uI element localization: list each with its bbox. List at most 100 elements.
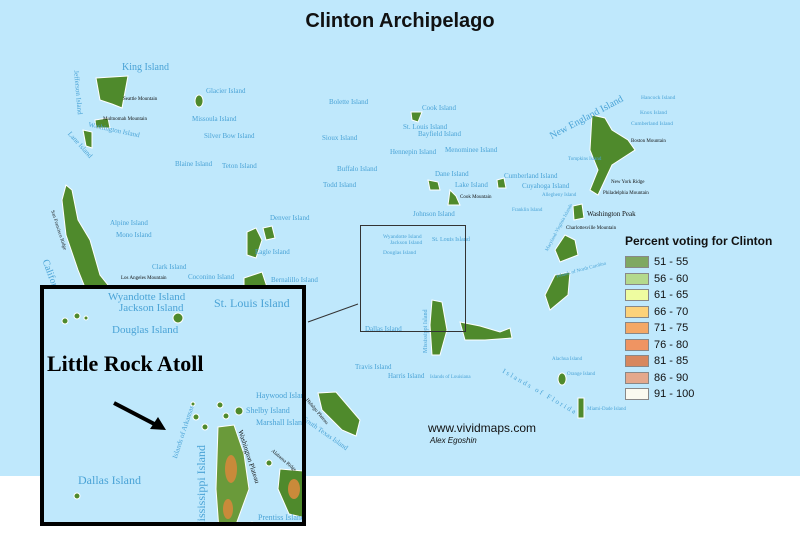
island-cook: [410, 111, 423, 123]
label-johnson-island: Johnson Island: [413, 210, 455, 218]
legend-swatch: [625, 388, 649, 401]
inset-label-dallas-island: Dallas Island: [78, 473, 141, 487]
label-blaine-island: Blaine Island: [175, 160, 213, 168]
label-silver-bow-island: Silver Bow Island: [204, 132, 255, 140]
label-cumberland-island-central: Cumberland Island: [504, 172, 558, 180]
label-alpine-island: Alpine Island: [110, 219, 148, 227]
legend-label: 51 - 55: [654, 256, 689, 269]
island-king: [95, 75, 129, 109]
label-cumberland-island-ne: Cumberland Island: [631, 121, 674, 127]
label-hennepin-island: Hennepin Island: [390, 148, 437, 156]
island-alabama: [459, 321, 513, 341]
legend-item: 51 - 55: [625, 254, 772, 271]
label-knox-island: Knox Island: [640, 110, 668, 116]
island-north-carolina: [554, 234, 579, 263]
legend-swatch: [625, 338, 649, 351]
label-cuyahoga-island: Cuyahoga Island: [522, 182, 570, 190]
label-douglas-island: Douglas Island: [383, 250, 417, 256]
inset-label-st-louis-island: St. Louis Island: [214, 296, 290, 310]
island-cumberland: [496, 177, 507, 189]
label-cook-island: Cook Island: [422, 104, 457, 112]
label-franklin-island: Franklin Island: [512, 208, 543, 213]
label-new-york-ridge: New York Ridge: [611, 180, 645, 185]
label-allegheny-island: Allegheny Island: [542, 193, 577, 198]
legend-swatch: [625, 289, 649, 302]
label-glacier-island: Glacier Island: [206, 87, 246, 95]
island-glacier: [194, 94, 204, 108]
legend-item: 91 - 100: [625, 386, 772, 403]
legend-swatch: [625, 355, 649, 368]
island-miami: [577, 397, 585, 419]
label-eagle-island: Eagle Island: [255, 248, 290, 256]
island-denver: [246, 227, 263, 259]
label-lake-island: Lake Island: [455, 181, 488, 189]
legend-swatch: [625, 256, 649, 269]
island-washington-peak: [572, 203, 585, 221]
label-cook-mountain: Cook Mountain: [460, 195, 492, 200]
label-mono-island: Mono Island: [116, 231, 152, 239]
credit-url: www.vividmaps.com: [428, 421, 537, 435]
label-boston-mountain: Boston Mountain: [631, 139, 666, 144]
legend-label: 56 - 60: [654, 272, 689, 285]
inset-islands: [61, 312, 302, 522]
label-clark-island: Clark Island: [152, 263, 187, 271]
label-bernalillo-island: Bernalillo Island: [271, 276, 318, 284]
label-menominee-island: Menominee Island: [445, 146, 498, 154]
legend-label: 71 - 75: [654, 322, 689, 335]
label-buffalo-island: Buffalo Island: [337, 165, 378, 173]
label-wyandotte-island: Wyandotte Island: [383, 234, 422, 240]
legend-swatch: [625, 322, 649, 335]
island-orange: [557, 372, 567, 386]
legend-label: 91 - 100: [654, 388, 695, 401]
legend-item: 86 - 90: [625, 370, 772, 387]
inset-label-marshall-island: Marshall Island: [256, 418, 306, 427]
island-hidalgo: [317, 391, 361, 437]
inset-title-little-rock-atoll: Little Rock Atoll: [47, 351, 204, 376]
label-charlottesville-mountain: Charlottesville Mountain: [566, 226, 617, 231]
label-sioux-island: Sioux Island: [322, 134, 358, 142]
inset-label-mississippi-island: Mississippi Island: [194, 444, 208, 526]
label-bayfield-island: Bayfield Island: [418, 130, 461, 138]
label-king-island: King Island: [122, 62, 169, 73]
island-lane: [82, 129, 93, 149]
label-dane-island: Dane Island: [435, 170, 469, 178]
legend-label: 61 - 65: [654, 289, 689, 302]
label-hancock-island: Hancock Island: [641, 95, 676, 101]
inset-map: Wyandotte Island Jackson Island Douglas …: [40, 285, 306, 526]
legend-swatch: [625, 272, 649, 285]
label-travis-island: Travis Island: [355, 363, 392, 371]
legend-label: 66 - 70: [654, 305, 689, 318]
label-washington-peak: Washington Peak: [587, 210, 636, 218]
legend-label: 86 - 90: [654, 371, 689, 384]
legend-label: 76 - 80: [654, 338, 689, 351]
map-title: Clinton Archipelago: [305, 10, 495, 32]
label-islands-of-louisiana: Islands of Louisiana: [430, 375, 471, 380]
label-seattle-mountain: Seattle Mountain: [123, 97, 158, 102]
island-new-england: [589, 114, 636, 196]
inset-source-box: [360, 225, 466, 332]
label-teton-island: Teton Island: [222, 162, 257, 170]
inset-label-shelby-island: Shelby Island: [246, 406, 290, 415]
label-st-louis-island: St. Louis Island: [432, 237, 470, 243]
island-carolina-2: [544, 271, 571, 311]
island-lake: [447, 188, 461, 206]
legend-swatch: [625, 371, 649, 384]
label-todd-island: Todd Island: [323, 181, 357, 189]
label-harris-island: Harris Island: [388, 372, 425, 380]
label-alachua-island: Alachua Island: [552, 357, 583, 362]
label-denver-island: Denver Island: [270, 214, 310, 222]
label-bolette-island: Bolette Island: [329, 98, 369, 106]
legend-swatch: [625, 305, 649, 318]
legend-item: 61 - 65: [625, 287, 772, 304]
label-miami-dade-island: Miami-Dade Island: [587, 407, 627, 412]
legend-item: 81 - 85: [625, 353, 772, 370]
island-washington: [94, 117, 111, 129]
label-orange-island: Orange Island: [567, 372, 596, 377]
inset-label-jackson-island: Jackson Island: [119, 302, 184, 314]
legend-item: 56 - 60: [625, 271, 772, 288]
label-coconino-island: Coconino Island: [188, 273, 235, 281]
inset-label-haywood-island: Haywood Island: [256, 391, 306, 400]
label-tompkins-island: Tompkins Island: [568, 157, 602, 162]
